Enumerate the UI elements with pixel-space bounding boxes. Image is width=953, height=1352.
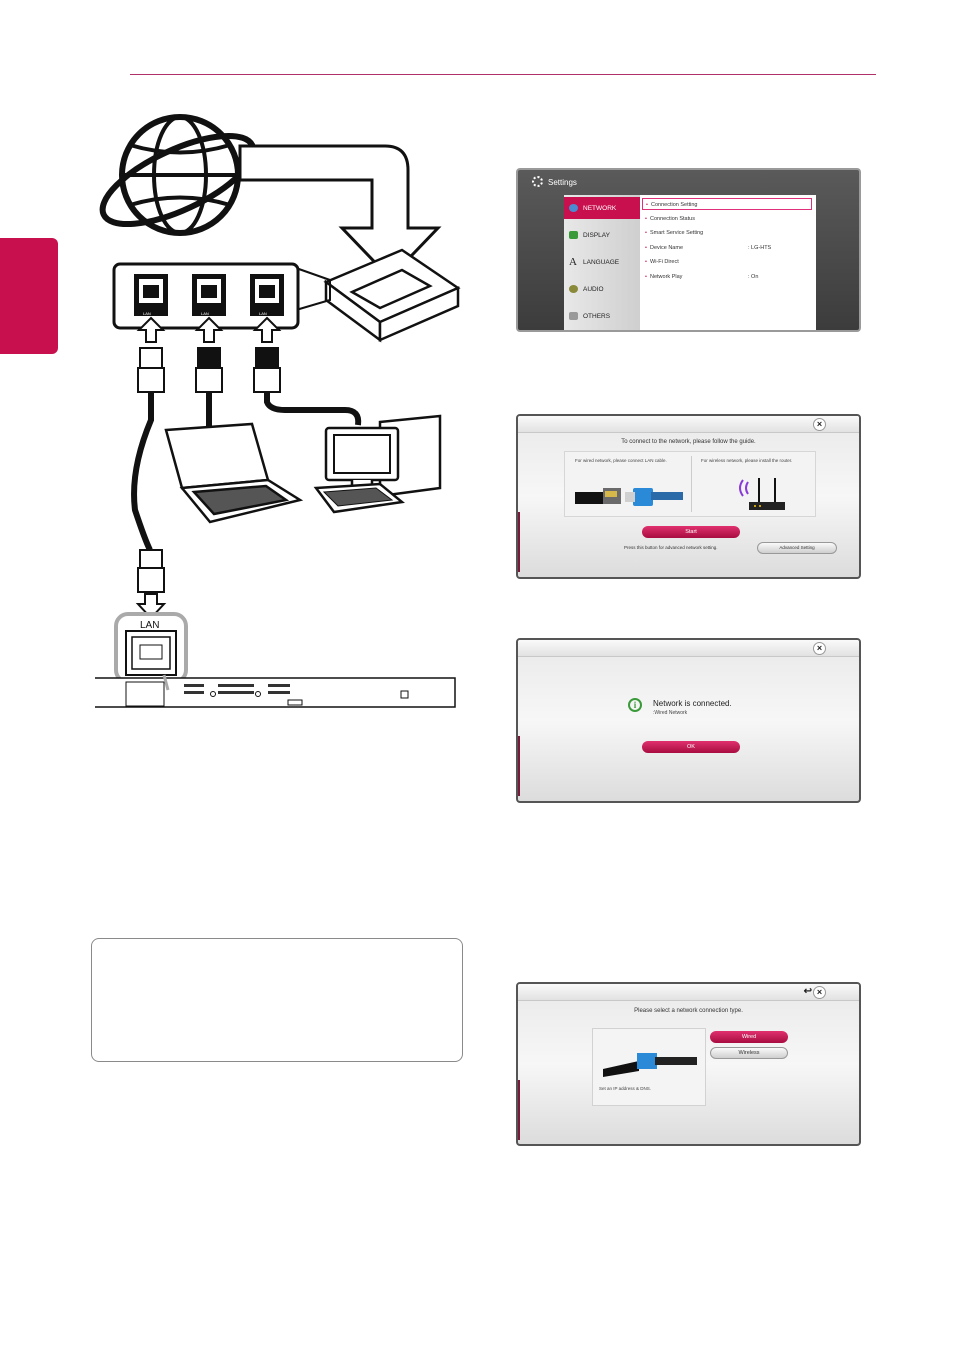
speaker-icon [569,285,578,293]
lan-cable-plugs [137,347,281,393]
type-title: Please select a network connection type. [634,1008,743,1014]
router-icon [323,248,461,343]
gear-icon [532,176,543,187]
menu-item-label: LANGUAGE [583,258,620,266]
laptop-icon [164,422,304,524]
menu-item-network[interactable]: NETWORK [564,197,640,219]
unit-lan-label: LAN [140,620,160,631]
connection-type-screen: ↩ × Please select a network connection t… [516,982,861,1146]
option-connection-status[interactable]: •Connection Status [645,216,695,222]
globe-icon [569,204,578,212]
settings-options: •Connection Setting •Connection Status •… [640,195,816,330]
option-smart-service[interactable]: •Smart Service Setting [645,230,704,236]
router-port-label-3: LAN [259,311,267,316]
screen-topbar [518,416,859,433]
connected-message: Network is connected. [653,699,732,708]
menu-item-language[interactable]: A LANGUAGE [564,251,640,273]
desktop-computer-icon [313,414,442,514]
lan-cable-icon [603,1053,697,1077]
menu-item-label: OTHERS [583,312,611,320]
option-wifi-direct[interactable]: •Wi-Fi Direct [645,259,679,265]
info-icon: i [628,698,642,712]
start-button[interactable]: Start [642,526,740,538]
router-lan-ports [134,274,284,316]
wired-connection-diagram [95,114,461,708]
guide-panel: For wired network, please connect LAN ca… [564,451,816,517]
option-network-play[interactable]: •Network Play: On [645,274,759,280]
wired-button[interactable]: Wired [710,1031,788,1043]
menu-item-label: NETWORK [583,204,617,212]
toolbox-icon [569,312,578,320]
monitor-icon [569,231,578,239]
menu-item-display[interactable]: DISPLAY [564,224,640,246]
wireless-router-icon [739,478,785,510]
menu-item-others[interactable]: OTHERS [564,305,640,327]
note-box [91,938,463,1062]
screen-topbar [518,640,859,657]
wired-instructions: For wired network, please connect LAN ca… [575,458,667,463]
menu-item-audio[interactable]: AUDIO [564,278,640,300]
network-connected-screen: × i Network is connected. :Wired Network… [516,638,861,803]
menu-item-label: DISPLAY [583,231,610,239]
header-rule [130,74,876,75]
connected-type: :Wired Network [653,710,688,716]
advanced-setting-button[interactable]: Advanced Setting [757,542,837,554]
screen-topbar [518,984,859,1001]
internet-to-router-arrow [238,144,442,281]
type-panel: Set an IP address & DNS. [592,1028,706,1106]
wireless-button[interactable]: Wireless [710,1047,788,1059]
settings-title: Settings [548,178,577,187]
advanced-hint: Press this button for advanced network s… [624,545,718,550]
wireless-instructions: For wireless network, please install the… [701,458,793,463]
settings-menu: NETWORK DISPLAY A LANGUAGE AUDIO OTHERS [564,195,640,330]
lan-cable-icon [575,488,683,506]
back-icon[interactable]: ↩ [803,986,812,997]
menu-item-label: AUDIO [583,285,604,293]
option-connection-setting[interactable]: •Connection Setting [642,198,812,210]
ip-hint: Set an IP address & DNS. [599,1086,651,1091]
language-icon: A [569,256,577,268]
unit-rear-panel [95,674,456,708]
router-port-label-2: LAN [201,311,209,316]
close-icon[interactable]: × [813,642,826,655]
settings-screen: Settings NETWORK DISPLAY A LANGUAGE AUDI… [516,168,861,332]
unit-lan-port [125,630,177,676]
network-guide-screen: × To connect to the network, please foll… [516,414,861,579]
close-icon[interactable]: × [813,418,826,431]
router-port-label-1: LAN [143,311,151,316]
option-device-name[interactable]: •Device Name: LG-HTS [645,245,772,251]
internet-globe-icon [99,114,257,236]
chapter-tab [0,238,58,354]
ok-button[interactable]: OK [642,741,740,753]
close-icon[interactable]: × [813,986,826,999]
guide-title: To connect to the network, please follow… [621,439,756,445]
